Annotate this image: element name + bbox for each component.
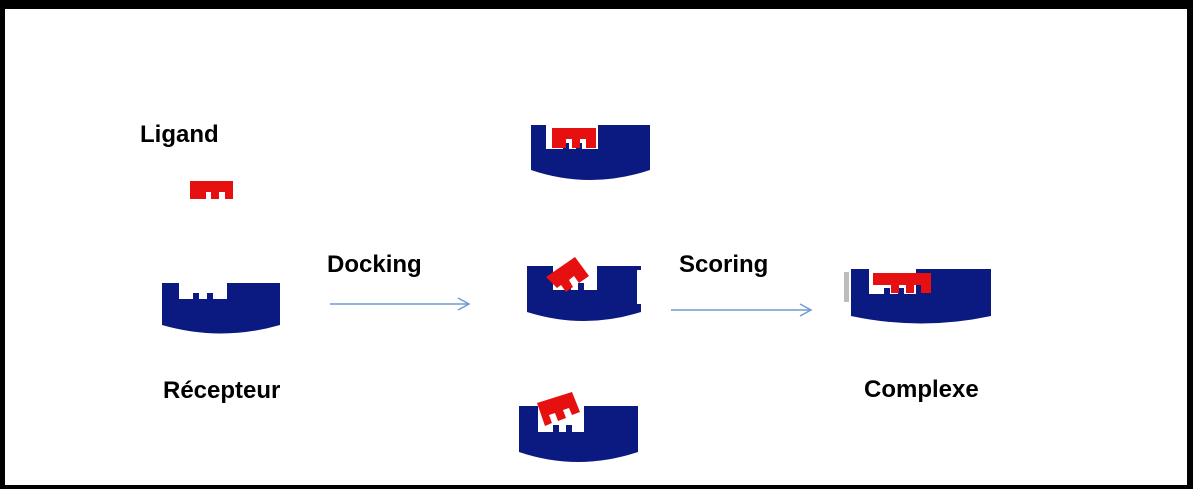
- docking-pose-3: [519, 392, 638, 462]
- scoring-label: Scoring: [679, 251, 769, 278]
- docking-label: Docking: [327, 251, 422, 278]
- docking-pose-1: [531, 125, 650, 180]
- receptor-label: Récepteur: [163, 377, 281, 404]
- receptor-shape: [162, 283, 280, 334]
- docking-pose-2: [527, 257, 643, 321]
- complex-label: Complexe: [864, 376, 979, 403]
- ligand-label: Ligand: [140, 121, 219, 148]
- ligand-shape: [190, 181, 233, 199]
- complex-shape: [844, 269, 991, 324]
